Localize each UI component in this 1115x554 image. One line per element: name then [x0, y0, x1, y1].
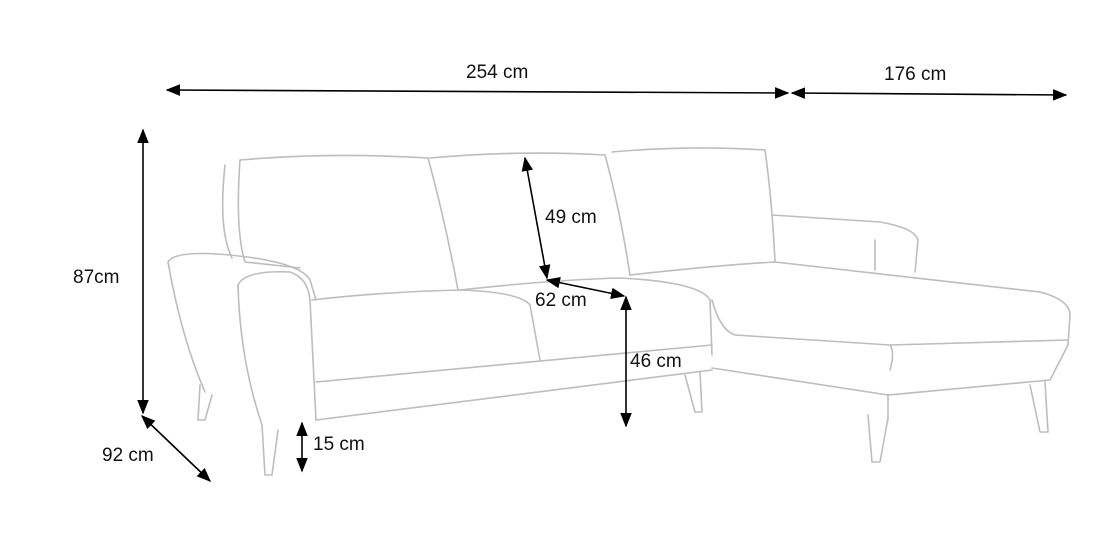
label-87: 87cm	[73, 267, 120, 288]
sofa-outline	[167, 147, 1071, 476]
arrow-254	[165, 84, 790, 99]
arrow-176	[790, 87, 1068, 101]
label-15: 15 cm	[313, 434, 365, 455]
label-176: 176 cm	[884, 64, 947, 85]
arrow-92	[140, 415, 212, 482]
label-92: 92 cm	[102, 445, 154, 466]
label-254: 254 cm	[466, 62, 529, 83]
label-46: 46 cm	[630, 351, 682, 372]
label-49: 49 cm	[545, 207, 597, 228]
arrow-62	[545, 276, 626, 300]
label-62: 62 cm	[535, 290, 587, 311]
arrow-49	[521, 156, 551, 280]
dimension-arrows	[137, 84, 1068, 482]
